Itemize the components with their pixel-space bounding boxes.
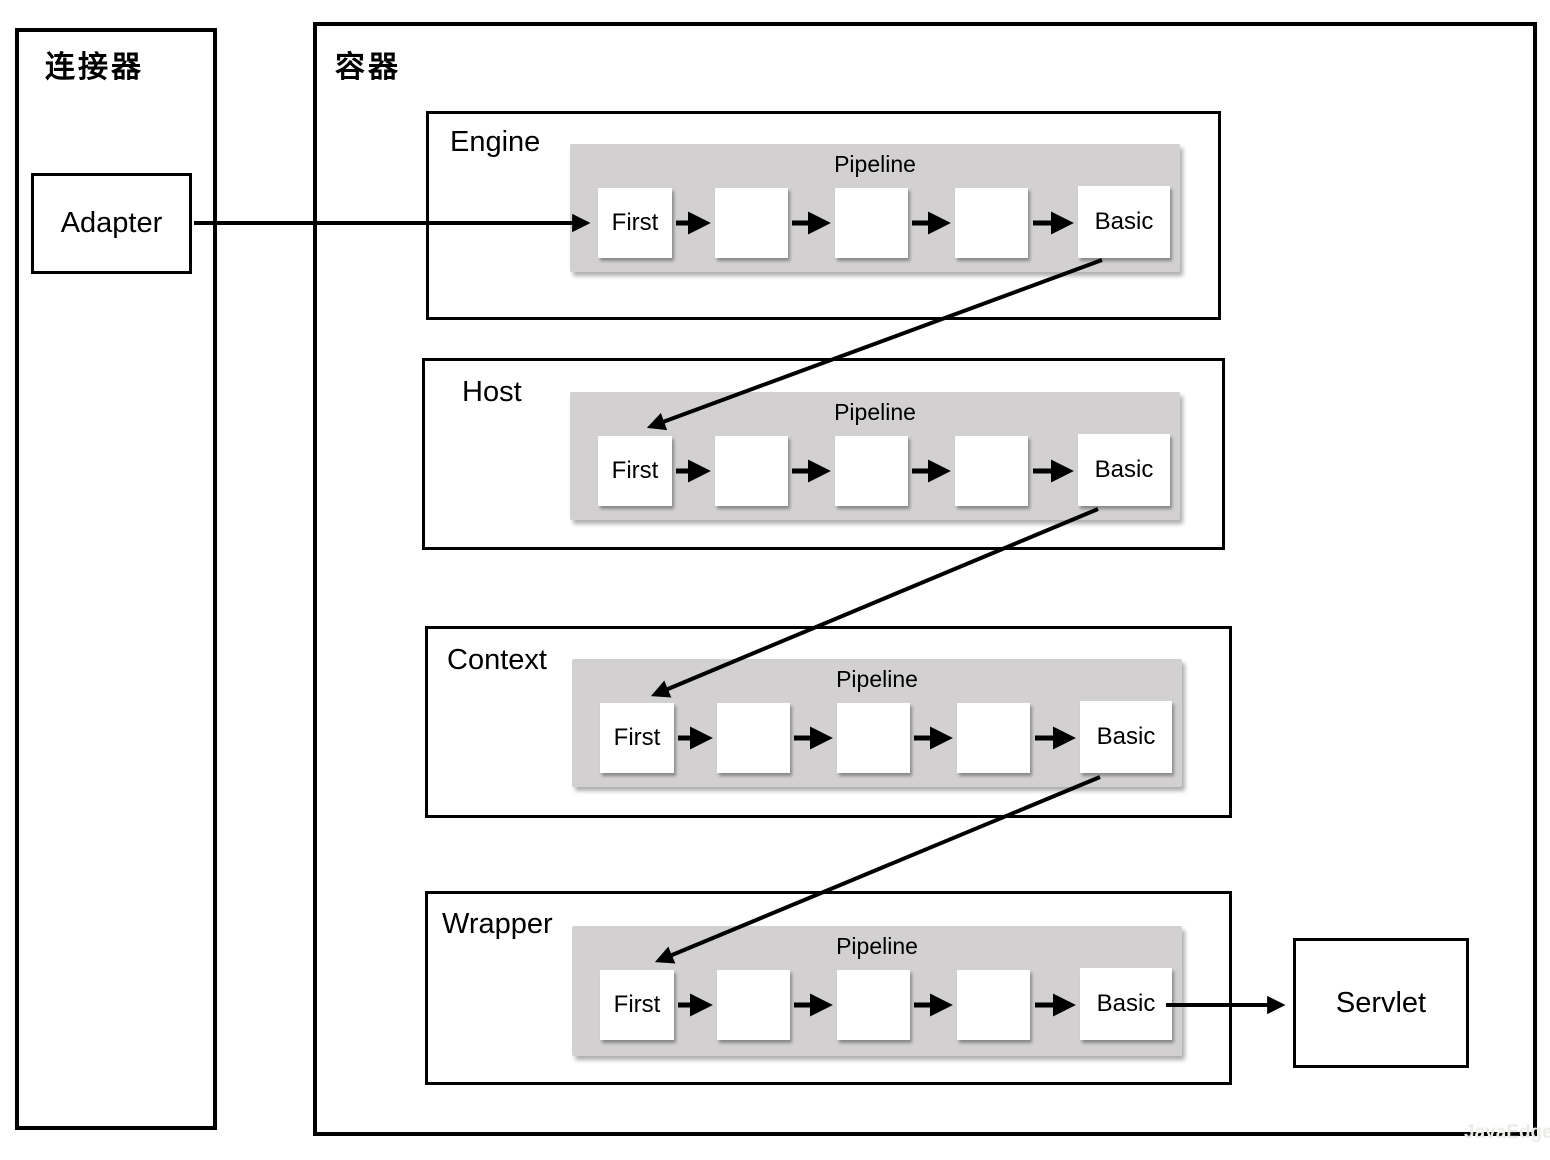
context-pipeline: Pipeline First Basic xyxy=(572,659,1182,787)
host-pipeline: Pipeline First Basic xyxy=(570,392,1180,520)
engine-valve-3 xyxy=(835,188,908,258)
context-valve-4 xyxy=(957,703,1030,773)
servlet-label: Servlet xyxy=(1335,986,1427,1019)
host-valve-3 xyxy=(835,436,908,506)
wrapper-valve-2 xyxy=(717,970,790,1040)
host-valve-2 xyxy=(715,436,788,506)
servlet-box: Servlet xyxy=(1293,938,1469,1068)
host-pipeline-title: Pipeline xyxy=(834,399,916,425)
wrapper-valve-basic: Basic xyxy=(1080,968,1172,1040)
adapter-label: Adapter xyxy=(60,207,163,239)
engine-valve-first: First xyxy=(598,188,672,258)
engine-title: Engine xyxy=(450,126,541,158)
engine-valve-2 xyxy=(715,188,788,258)
engine-valve-4 xyxy=(955,188,1028,258)
wrapper-valve-3 xyxy=(837,970,910,1040)
wrapper-valve-4 xyxy=(957,970,1030,1040)
engine-pipeline: Pipeline First Basic xyxy=(570,144,1180,272)
container-title: 容器 xyxy=(335,51,401,84)
wrapper-pipeline: Pipeline First Basic xyxy=(572,926,1182,1056)
context-valve-basic: Basic xyxy=(1080,701,1172,773)
wrapper-valve-first: First xyxy=(600,970,674,1040)
engine-pipeline-title: Pipeline xyxy=(834,151,916,177)
host-valve-first: First xyxy=(598,436,672,506)
context-valve-3 xyxy=(837,703,910,773)
context-title: Context xyxy=(447,644,547,676)
engine-valve-basic: Basic xyxy=(1078,186,1170,258)
host-title: Host xyxy=(462,376,522,408)
context-valve-first: First xyxy=(600,703,674,773)
host-valve-4 xyxy=(955,436,1028,506)
host-valve-basic: Basic xyxy=(1078,434,1170,506)
wrapper-title: Wrapper xyxy=(442,908,553,940)
wrapper-pipeline-title: Pipeline xyxy=(836,933,918,959)
container-box: 容器 xyxy=(313,22,1537,1136)
watermark: JavaEdge xyxy=(1464,1122,1550,1143)
context-valve-2 xyxy=(717,703,790,773)
adapter-box: Adapter xyxy=(31,173,192,274)
context-pipeline-title: Pipeline xyxy=(836,666,918,692)
connector-box: 连接器 xyxy=(15,28,217,1130)
connector-title: 连接器 xyxy=(45,51,144,84)
